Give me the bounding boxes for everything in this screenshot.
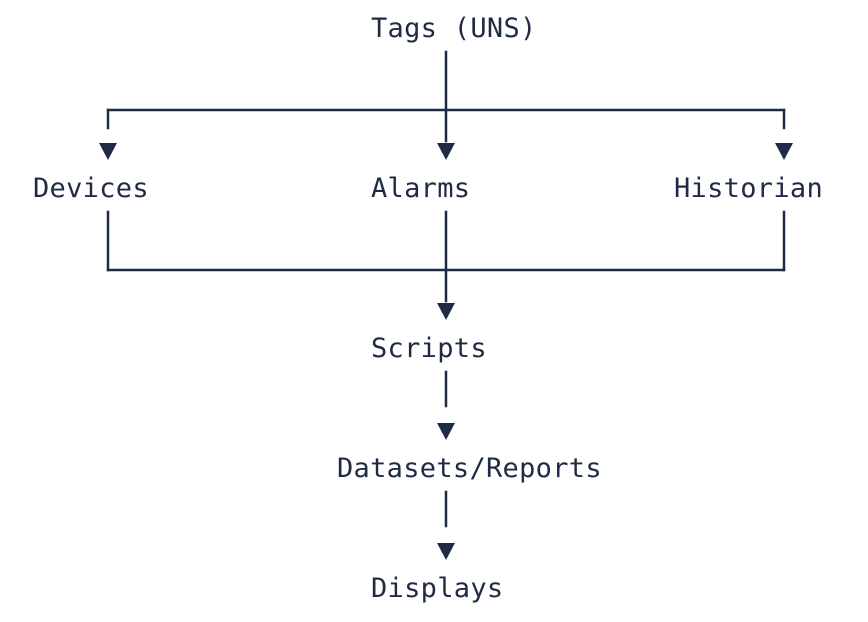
arrowhead-alarms (437, 143, 455, 160)
node-historian: Historian (674, 173, 823, 204)
node-alarms: Alarms (371, 173, 471, 204)
node-displays: Displays (371, 573, 504, 604)
arrowhead-datasets (437, 423, 455, 440)
node-tags-uns: Tags (UNS) (371, 13, 537, 44)
node-devices: Devices (33, 173, 149, 204)
arrowhead-scripts (437, 303, 455, 320)
arrowhead-displays (437, 543, 455, 560)
arrowhead-historian (775, 143, 793, 160)
arrowhead-devices (99, 143, 117, 160)
node-datasets-reports: Datasets/Reports (337, 453, 602, 484)
node-scripts: Scripts (371, 333, 487, 364)
